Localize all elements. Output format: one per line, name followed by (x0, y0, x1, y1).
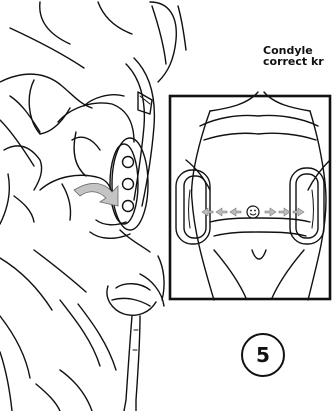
caption: Condyle correct kr (263, 45, 332, 67)
step-number: 5 (256, 343, 270, 367)
inset-closeup (176, 92, 330, 300)
step-number-badge: 5 (241, 333, 285, 377)
inset-frame (170, 96, 330, 299)
right-arrows (265, 208, 304, 216)
left-scene (0, 2, 186, 411)
smiley-face-icon (247, 206, 259, 218)
caption-line-2: correct kr (263, 56, 332, 67)
left-arrows (202, 208, 241, 216)
